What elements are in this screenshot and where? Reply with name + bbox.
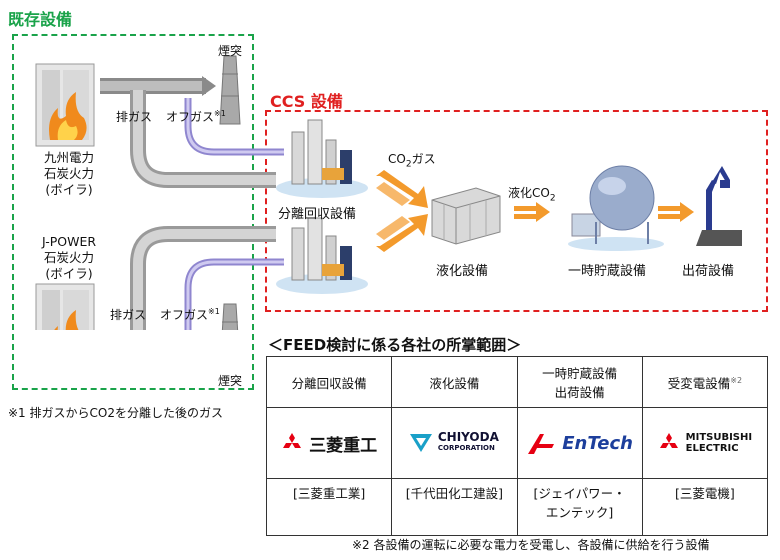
chiyoda-logo-icon: [409, 434, 432, 452]
chiyoda-logo-text: CHIYODA: [437, 430, 499, 444]
existing-facilities-title: 既存設備: [8, 10, 73, 29]
chiyoda-logo-subtext: CORPORATION: [437, 444, 495, 452]
entech-logo-icon: [528, 434, 555, 454]
chimney-label-top: 煙突: [218, 44, 243, 58]
feed-scope-table: 分離回収設備 液化設備 一時貯蔵設備 出荷設備 受変電設備※2 三菱重工: [265, 356, 769, 536]
kyushu-boiler-icon: [35, 63, 95, 147]
mhi-diamond-icon: [283, 433, 302, 448]
melco-logo-text: MITSUBISHI: [685, 432, 753, 443]
shipping-label: 出荷設備: [682, 264, 735, 279]
separation-plant-bottom-icon: [276, 217, 368, 294]
header-substation: 受変電設備※2: [641, 356, 769, 408]
storage-label: 一時貯蔵設備: [568, 264, 647, 279]
company-chiyoda: [千代田化工建設]: [391, 478, 518, 536]
existing-facilities-box: [12, 34, 254, 390]
shipping-arrow: [658, 202, 694, 222]
footnote-1: ※1 排ガスからCO2を分離した後のガス: [8, 406, 223, 420]
chimney-top-icon: [219, 55, 241, 125]
header-separation: 分離回収設備: [265, 356, 393, 408]
kyushu-plant-label: 九州電力 石炭火力 (ボイラ): [43, 150, 94, 197]
company-mhi: [三菱重工業]: [265, 478, 393, 536]
separation-plant-top-icon: [276, 119, 368, 198]
off-gas-label-bottom: オフガス※1: [160, 307, 220, 322]
jpower-boiler-icon: [35, 283, 95, 330]
separation-label: 分離回収設備: [278, 207, 357, 222]
loading-arm-icon: [696, 166, 742, 246]
logo-cell-mhi: 三菱重工: [265, 407, 393, 479]
liquefaction-label: 液化設備: [436, 264, 489, 279]
co2-gas-label: CO2ガス: [388, 152, 436, 170]
co2-arrow-lower: [376, 214, 428, 252]
exhaust-gas-label-top: 排ガス: [116, 110, 153, 124]
jpower-plant-label: J-POWER 石炭火力 (ボイラ): [41, 234, 97, 281]
liquid-co2-arrow: [514, 202, 550, 222]
process-diagram: [35, 55, 742, 330]
logo-cell-entech: EnTech: [516, 407, 643, 479]
melco-logo-subtext: ELECTRIC: [685, 443, 739, 454]
melco-diamond-icon: [659, 433, 678, 448]
chimney-bottom-icon: [221, 303, 239, 330]
logo-cell-chiyoda: CHIYODA CORPORATION: [391, 407, 518, 479]
off-gas-label-top: オフガス※1: [166, 109, 226, 124]
logo-cell-melco: MITSUBISHI ELECTRIC: [641, 407, 769, 479]
footnote-2: ※2 各設備の運転に必要な電力を受電し、各設備に供給を行う設備: [352, 538, 710, 552]
co2-arrow-upper: [376, 170, 428, 208]
ccs-facilities-title: CCS 設備: [270, 92, 343, 111]
header-liquefaction: 液化設備: [391, 356, 518, 408]
storage-tank-icon: [568, 165, 664, 251]
liquefaction-unit-icon: [431, 187, 501, 245]
entech-logo-text: EnTech: [562, 432, 633, 454]
mhi-logo-text: 三菱重工: [309, 435, 378, 456]
liquefied-co2-label: 液化CO2: [508, 186, 556, 204]
company-jpower-entech: [ジェイパワー・ エンテック]: [516, 478, 643, 536]
header-storage-shipping: 一時貯蔵設備 出荷設備: [516, 356, 643, 408]
exhaust-gas-label-bottom: 排ガス: [110, 308, 147, 322]
chimney-label-bottom: 煙突: [218, 374, 243, 388]
ccs-facilities-box: [265, 110, 768, 312]
company-melco: [三菱電機]: [641, 478, 769, 536]
feed-scope-title: ＜FEED検討に係る各社の所掌範囲＞: [268, 336, 522, 354]
